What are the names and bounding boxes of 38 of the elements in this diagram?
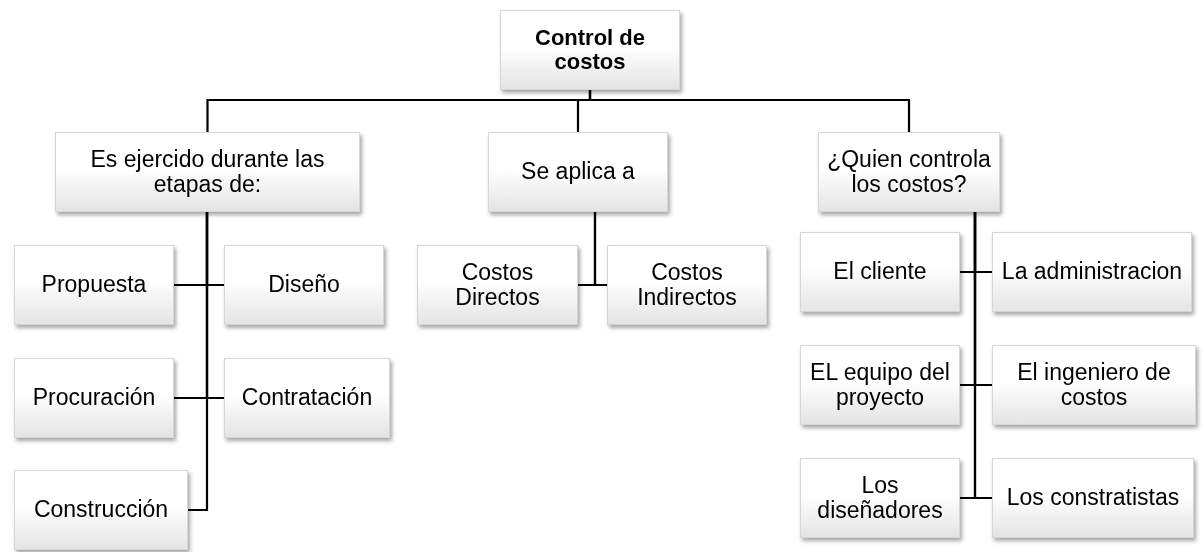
- org-box: [500, 10, 680, 90]
- box-label: ¿Quien controla los costos?: [826, 146, 992, 198]
- box-label: EL equipo del proyecto: [809, 359, 951, 411]
- box-label: Control de costos: [534, 25, 646, 75]
- org-box: [14, 470, 188, 550]
- org-box: [14, 358, 174, 438]
- org-box: [800, 232, 960, 312]
- org-box: [55, 132, 360, 212]
- box-label: El ingeniero de costos: [1016, 359, 1172, 411]
- box-label: Costos Directos: [454, 259, 541, 311]
- org-box: [224, 245, 384, 325]
- org-box: [224, 358, 390, 438]
- box-label: Los diseñadores: [816, 472, 944, 524]
- org-box: [800, 458, 960, 538]
- box-label: Se aplica a: [521, 159, 635, 185]
- box-label: Procuración: [32, 385, 156, 411]
- org-box: [800, 345, 960, 425]
- connector-line: [973, 212, 992, 500]
- box-label: Construcción: [33, 497, 169, 523]
- org-box: [992, 345, 1196, 425]
- box-label: Propuesta: [41, 272, 147, 298]
- org-box: [488, 132, 668, 212]
- connector-line: [588, 90, 911, 132]
- box-label: Costos Indirectos: [636, 259, 738, 311]
- connector-line: [593, 212, 607, 287]
- org-box: [818, 132, 1000, 212]
- org-box: [992, 232, 1192, 312]
- box-label: Los constratistas: [1006, 485, 1180, 511]
- connector-line: [188, 212, 209, 512]
- box-label: Es ejercido durante las etapas de:: [89, 146, 326, 198]
- org-box: [607, 245, 767, 325]
- box-label: El cliente: [833, 259, 927, 285]
- box-label: Diseño: [268, 272, 340, 298]
- org-box: [14, 245, 174, 325]
- org-box: [992, 458, 1194, 538]
- box-label: La administracion: [1001, 259, 1183, 285]
- org-box: [417, 245, 578, 325]
- box-label: Contratación: [241, 385, 373, 411]
